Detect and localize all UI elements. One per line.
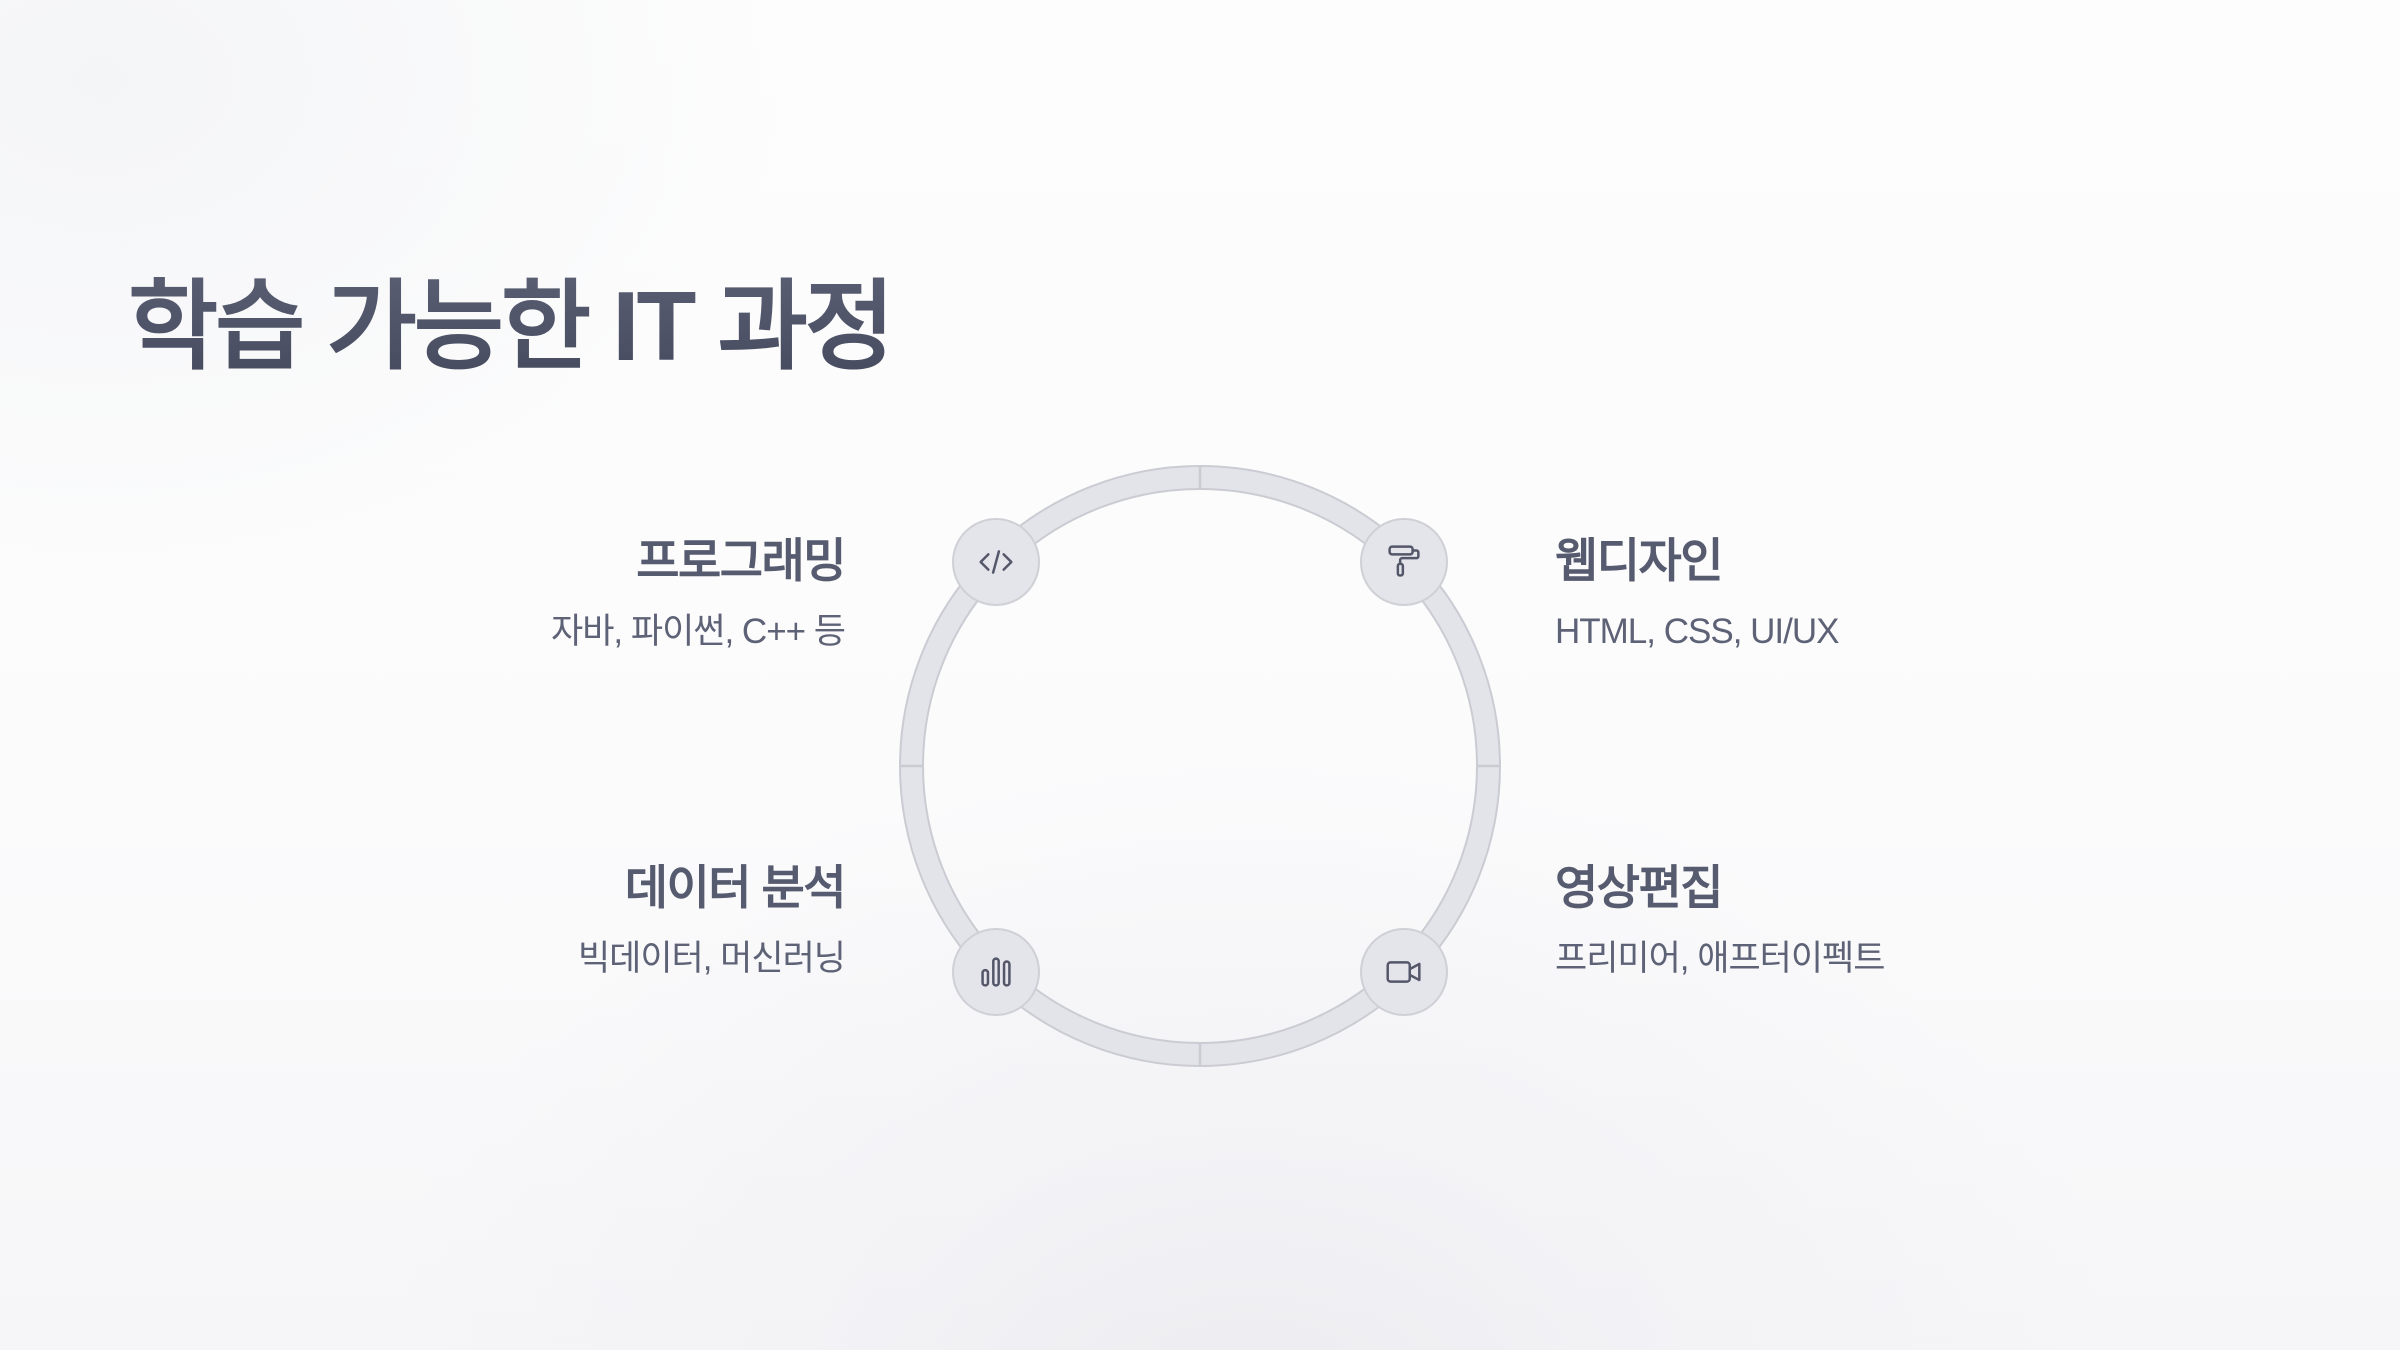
course-node-video-editing[interactable] xyxy=(1360,928,1448,1016)
course-label-data-analysis: 데이터 분석 빅데이터, 머신러닝 xyxy=(577,861,847,978)
course-label-webdesign: 웹디자인 HTML, CSS, UI/UX xyxy=(1555,534,1839,651)
page-title: 학습 가능한 IT 과정 xyxy=(128,271,895,381)
course-node-webdesign[interactable] xyxy=(1360,518,1448,606)
course-detail: HTML, CSS, UI/UX xyxy=(1555,612,1839,651)
course-name: 웹디자인 xyxy=(1555,534,1723,587)
course-name: 프로그래밍 xyxy=(636,534,846,587)
course-name: 데이터 분석 xyxy=(624,861,847,914)
course-label-programming: 프로그래밍 자바, 파이썬, C++ 등 xyxy=(551,534,846,651)
code-icon xyxy=(979,550,1013,574)
course-name: 영상편집 xyxy=(1555,861,1723,914)
course-detail: 프리미어, 애프터이펙트 xyxy=(1555,939,1885,978)
bar-chart-icon xyxy=(981,957,1011,987)
course-node-programming[interactable] xyxy=(952,518,1040,606)
video-camera-icon xyxy=(1386,961,1421,983)
course-detail: 자바, 파이썬, C++ 등 xyxy=(551,612,846,651)
course-detail: 빅데이터, 머신러닝 xyxy=(577,939,846,978)
course-label-video-editing: 영상편집 프리미어, 애프터이펙트 xyxy=(1555,861,1885,978)
paint-roller-icon xyxy=(1388,545,1420,577)
course-node-data-analysis[interactable] xyxy=(952,928,1040,1016)
